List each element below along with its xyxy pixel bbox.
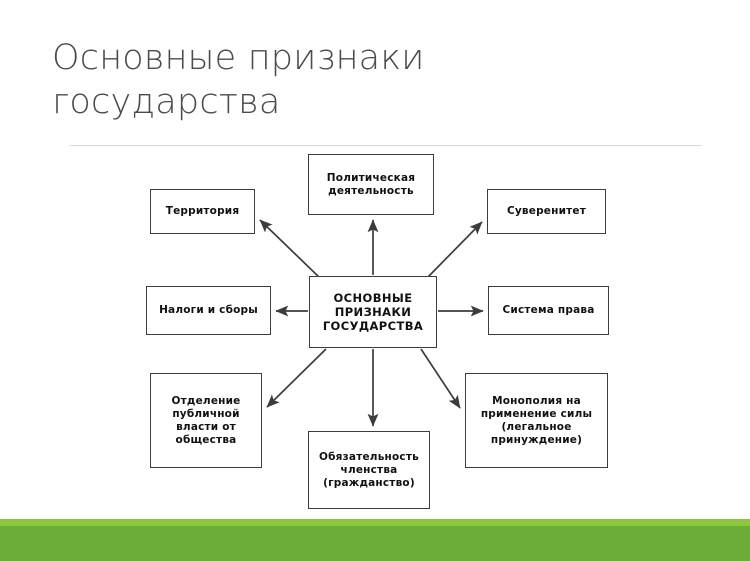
arrow-center-to-sovereignty	[426, 221, 483, 279]
node-compulsory-membership[interactable]: Обязательность членства (гражданство)	[308, 431, 430, 509]
footer-green-bar	[0, 526, 750, 561]
node-monopoly-on-force[interactable]: Монополия на применение силы (легальное …	[465, 373, 608, 468]
page-title-text: Основные признаки государства	[52, 38, 425, 122]
title-divider	[70, 145, 702, 146]
node-legal-system[interactable]: Система права	[488, 286, 609, 335]
node-taxes-and-fees[interactable]: Налоги и сборы	[146, 286, 271, 335]
arrow-layer	[259, 219, 484, 427]
concept-diagram: ОСНОВНЫЕ ПРИЗНАКИ ГОСУДАРСТВА Политическ…	[130, 145, 630, 515]
node-sovereignty[interactable]: Суверенитет	[487, 189, 606, 234]
node-political-activity[interactable]: Политическая деятельность	[308, 154, 434, 215]
arrow-center-to-territory	[259, 219, 321, 279]
node-separation-of-public-power[interactable]: Отделение публичной власти от общества	[150, 373, 262, 468]
arrow-center-to-separation	[266, 348, 327, 408]
arrow-center-to-monopoly	[420, 348, 461, 409]
node-center-osnovnye-priznaki[interactable]: ОСНОВНЫЕ ПРИЗНАКИ ГОСУДАРСТВА	[309, 276, 437, 348]
page-title: Основные признаки государства	[52, 36, 692, 124]
footer-accent-stripe	[0, 519, 750, 526]
node-territory[interactable]: Территория	[150, 189, 255, 234]
